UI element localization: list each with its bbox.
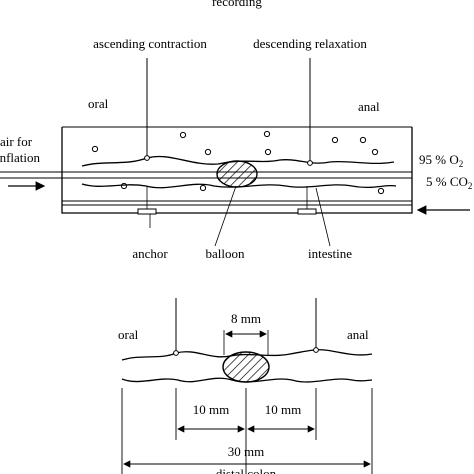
anchor-right	[297, 208, 317, 215]
oral-label-bottom: oral	[118, 327, 139, 342]
oral-label-top: oral	[88, 96, 109, 111]
bubble	[204, 148, 212, 156]
co2-label: 5 % CO2	[426, 174, 472, 191]
anal-label-bottom: anal	[347, 327, 369, 342]
bubble	[331, 136, 339, 144]
descending-hook	[307, 160, 313, 166]
intestine-upper-wall	[81, 155, 395, 167]
anal-label-top: anal	[358, 99, 380, 114]
ascending-hook	[144, 155, 150, 161]
air-for-label: air for	[0, 134, 33, 149]
intestine-lower-wall-bottom	[121, 377, 373, 383]
balloon-leader	[214, 185, 237, 247]
balloon-shape-bottom	[222, 351, 270, 383]
total-length-label: 30 mm	[228, 444, 264, 459]
bubble	[120, 182, 128, 190]
inflation-label: inflation	[0, 150, 41, 165]
balloon-label: balloon	[206, 246, 245, 261]
bubble	[263, 130, 271, 138]
bubble	[359, 136, 367, 144]
recording-label: recording	[212, 0, 262, 9]
distal-colon-caption: distal colon	[216, 466, 277, 474]
ascending-hook-bottom	[173, 350, 179, 356]
organ-bath	[61, 127, 413, 214]
anchor-left	[137, 208, 157, 215]
bubble	[179, 131, 187, 139]
bubble	[91, 145, 99, 153]
gas-bubbles	[91, 130, 385, 195]
left-spacing-label: 10 mm	[193, 402, 229, 417]
right-spacing-label: 10 mm	[265, 402, 301, 417]
balloon-diameter-label: 8 mm	[231, 311, 261, 326]
descending-relaxation-label: descending relaxation	[253, 36, 367, 51]
anchor-label: anchor	[132, 246, 168, 261]
intestine-leader	[315, 187, 331, 247]
bubble	[264, 148, 272, 156]
ascending-contraction-label: ascending contraction	[93, 36, 207, 51]
intestine-label: intestine	[308, 246, 352, 261]
balloon-shape	[216, 160, 258, 188]
descending-hook-bottom	[313, 347, 319, 353]
bubble	[377, 187, 385, 195]
o2-label: 95 % O2	[419, 152, 463, 169]
intestine-lower-wall	[81, 183, 397, 189]
bubble	[371, 148, 379, 156]
bubble	[199, 184, 207, 192]
